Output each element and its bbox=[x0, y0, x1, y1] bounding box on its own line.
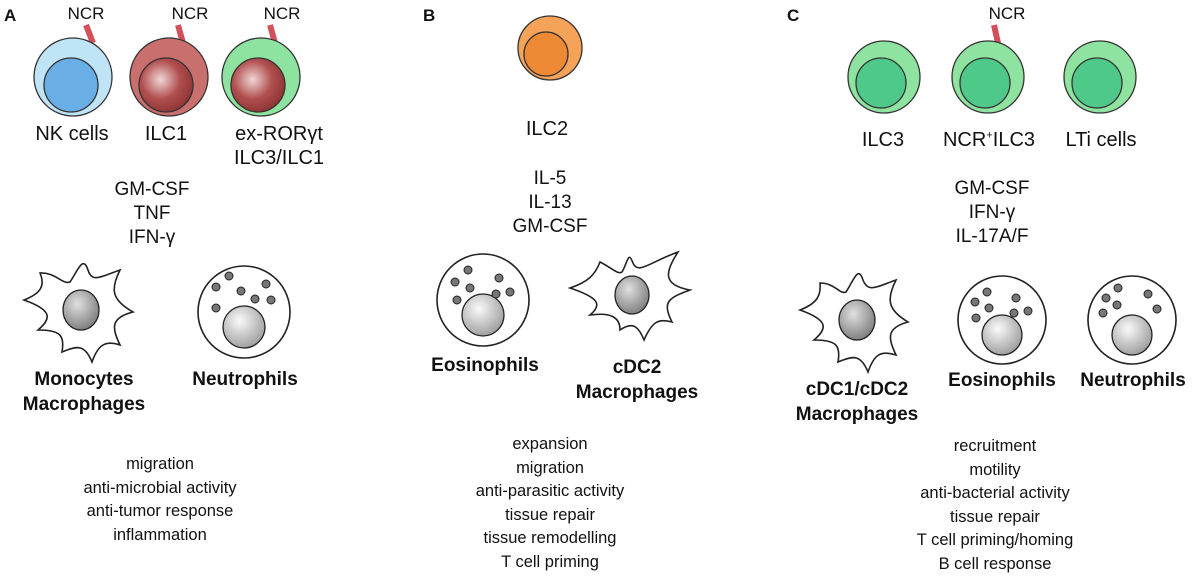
panel-label: A bbox=[4, 6, 17, 25]
dendritic-cell-icon bbox=[567, 250, 694, 343]
dendritic-cell-icon bbox=[797, 273, 911, 375]
ncr-label: NCR bbox=[171, 4, 209, 23]
panel-c: C bbox=[780, 0, 1199, 588]
ncr-label: NCR bbox=[67, 4, 105, 23]
target-cell-label: Eosinophils bbox=[431, 355, 539, 376]
ncr-label: NCR bbox=[263, 4, 301, 23]
cytokine-list: IL-5 IL-13 GM-CSF bbox=[513, 167, 588, 239]
cytokine-list: GM-CSF TNF IFN-γ bbox=[115, 178, 190, 250]
panel-label: B bbox=[423, 6, 436, 25]
cytokine: TNF bbox=[133, 203, 171, 224]
ilc3-cell bbox=[847, 40, 921, 114]
ncr-receptor bbox=[991, 24, 1001, 44]
eosinophil-icon bbox=[436, 253, 530, 347]
function-list: migration anti-microbial activity anti-t… bbox=[83, 455, 237, 544]
ilc1-cell bbox=[129, 24, 209, 117]
neutrophil-icon bbox=[197, 265, 291, 359]
cytokine: GM-CSF bbox=[512, 216, 588, 237]
cell-name: ILC1 bbox=[144, 123, 188, 145]
cell-name: LTi cells bbox=[1065, 129, 1137, 151]
ncr-receptor bbox=[83, 23, 96, 45]
function-list: recruitment motility anti-bacterial acti… bbox=[916, 437, 1074, 573]
target-cell-label: cDC1/cDC2 Macrophages bbox=[795, 379, 919, 425]
panel-a: A bbox=[0, 0, 400, 588]
nk-cell bbox=[33, 23, 113, 117]
neutrophil-icon bbox=[1087, 275, 1177, 365]
ncr-ilc3-cell bbox=[951, 24, 1025, 114]
target-cell-label: Eosinophils bbox=[948, 370, 1056, 391]
target-cell-label: Neutrophils bbox=[192, 369, 298, 390]
target-cell-label: Monocytes Macrophages bbox=[22, 369, 146, 415]
cytokine: IFN-γ bbox=[128, 227, 176, 248]
cell-name: ex-RORγt ILC3/ILC1 bbox=[233, 123, 325, 169]
cytokine: IL-17A/F bbox=[955, 226, 1029, 247]
cell-name: NK cells bbox=[35, 123, 109, 145]
cytokine: IFN-γ bbox=[968, 202, 1016, 223]
ncr-label: NCR bbox=[988, 4, 1026, 23]
lti-cell bbox=[1063, 40, 1137, 114]
cytokine: IL-5 bbox=[533, 168, 567, 189]
eosinophil-icon bbox=[957, 275, 1047, 365]
panel-c-artwork bbox=[797, 24, 1177, 375]
panel-b-artwork bbox=[436, 15, 694, 347]
cell-name: ILC3 bbox=[861, 129, 905, 151]
ilc2-cell bbox=[517, 15, 583, 81]
ex-rorgt-cell bbox=[221, 24, 301, 117]
cytokine: IL-13 bbox=[528, 192, 572, 213]
target-cell-label: Neutrophils bbox=[1080, 370, 1186, 391]
macrophage-icon bbox=[21, 263, 136, 365]
cytokine: GM-CSF bbox=[954, 178, 1030, 199]
cell-name: NCR+ILC3 bbox=[942, 129, 1036, 151]
cell-name: ILC2 bbox=[525, 118, 569, 140]
cytokine-list: GM-CSF IFN-γ IL-17A/F bbox=[955, 177, 1030, 249]
function-list: expansion migration anti-parasitic activ… bbox=[475, 435, 625, 571]
panel-a-artwork bbox=[21, 23, 301, 365]
cytokine: GM-CSF bbox=[114, 179, 190, 200]
panel-b: B ILC2 IL-5 IL-13 GM-CSF Eosinophils bbox=[400, 0, 780, 588]
target-cell-label: cDC2 Macrophages bbox=[575, 357, 699, 403]
panel-label: C bbox=[787, 6, 800, 25]
